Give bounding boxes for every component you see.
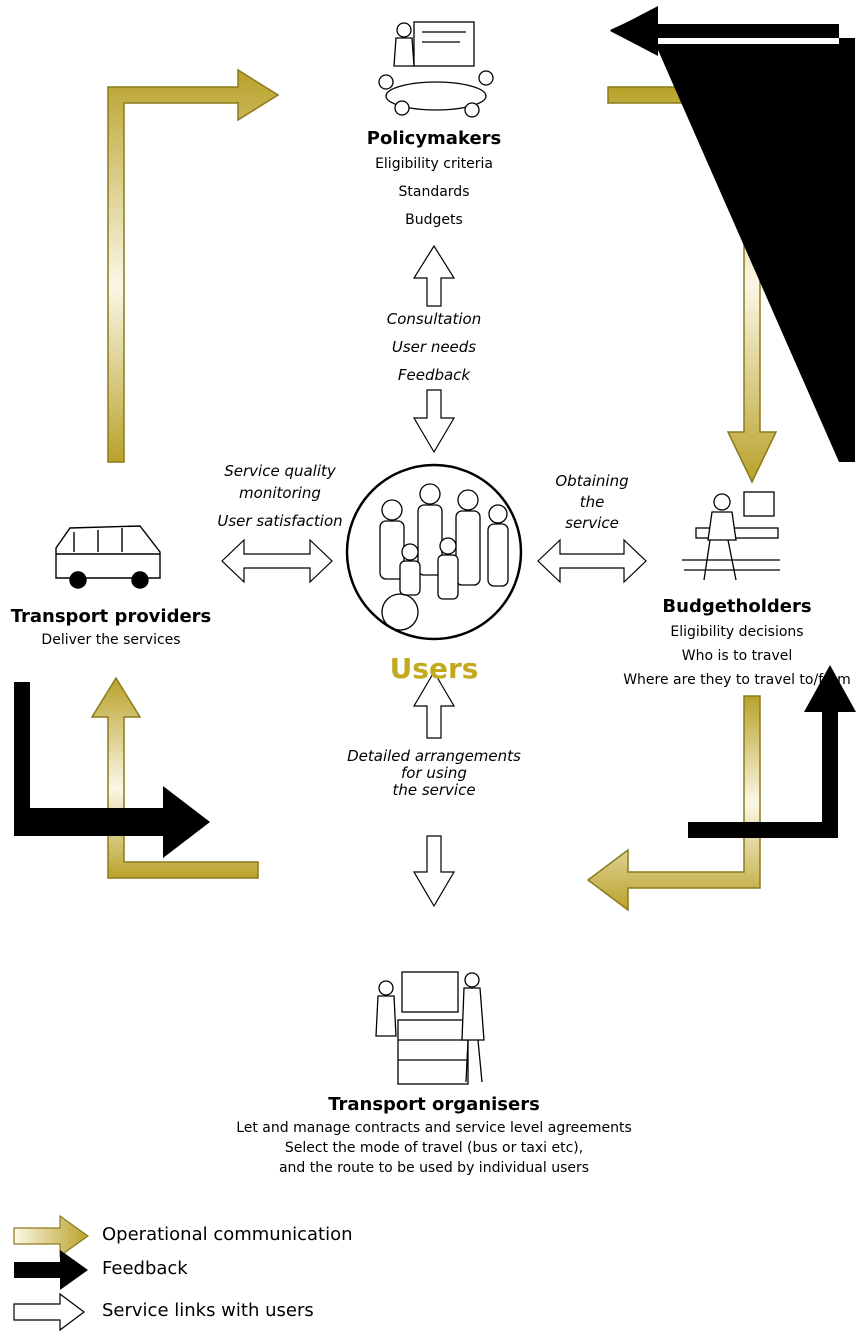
budgetholders-line-3: Where are they to travel to/from (623, 672, 851, 688)
service-link-arrow-up-users (412, 670, 456, 739)
policymakers-title: Policymakers (366, 128, 502, 149)
feedback-arrow-providers-to-organisers (14, 682, 210, 858)
transport-organisers-line-2: Select the mode of travel (bus or taxi e… (284, 1140, 584, 1156)
service-link-arrow-users-budgetholders (537, 538, 647, 584)
meeting-illustration (378, 21, 494, 118)
legend-operational-label: Operational communication (102, 1224, 353, 1245)
transport-providers-line-1: Deliver the services (41, 632, 181, 648)
operational-arrow-providers-to-policymakers (107, 68, 280, 463)
service-link-arrow-providers-users (221, 538, 333, 584)
user-group-illustration (379, 483, 509, 631)
link-policy-users-line-2: User needs (391, 338, 477, 356)
legend-operational-symbol (13, 1214, 90, 1258)
link-policy-users-line-3: Feedback (397, 366, 471, 384)
link-providers-users-line-2: monitoring (239, 484, 321, 502)
operational-arrow-organisers-to-providers (90, 676, 259, 879)
desk-worker-illustration (682, 491, 780, 581)
budgetholders-line-1: Eligibility decisions (670, 624, 804, 640)
budgetholders-line-2: Who is to travel (681, 648, 793, 664)
service-link-arrow-up-policymakers (412, 244, 456, 307)
link-providers-users-line-3: User satisfaction (217, 512, 343, 530)
legend-feedback-label: Feedback (102, 1258, 188, 1279)
legend-feedback-symbol (14, 1250, 88, 1290)
users-title: Users (389, 652, 479, 685)
feedback-arrow-organisers-to-budgetholders (688, 665, 856, 838)
feedback-arrow-budgetholders-to-policymakers (610, 8, 839, 462)
policymakers-line-2: Standards (398, 184, 470, 200)
legend-service-link-label: Service links with users (102, 1300, 314, 1321)
link-policy-users-line-1: Consultation (386, 310, 482, 328)
link-providers-users-line-1: Service quality (224, 462, 336, 480)
link-users-budget-line-2: the (579, 493, 605, 511)
link-users-budget-line-1: Obtaining (555, 472, 629, 490)
office-illustration (375, 971, 485, 1085)
legend-service-link-symbol (13, 1292, 85, 1332)
transport-organisers-title: Transport organisers (328, 1094, 540, 1115)
transport-organisers-line-3: and the route to be used by individual u… (278, 1160, 590, 1176)
budgetholders-title: Budgetholders (662, 596, 812, 617)
link-users-organisers-line-3: the service (392, 781, 476, 799)
policymakers-line-1: Eligibility criteria (375, 156, 493, 172)
link-users-organisers-line-2: for using (401, 764, 467, 782)
minivan-illustration (55, 525, 161, 589)
policymakers-line-3: Budgets (405, 212, 463, 228)
link-users-organisers-line-1: Detailed arrangements (347, 747, 521, 765)
service-link-arrow-down-users (412, 389, 456, 454)
transport-providers-title: Transport providers (10, 606, 212, 627)
service-link-arrow-down-organisers (412, 835, 456, 908)
operational-arrow-budgetholders-to-organisers (586, 695, 761, 912)
transport-organisers-line-1: Let and manage contracts and service lev… (236, 1120, 632, 1136)
link-users-budget-line-3: service (565, 514, 619, 532)
